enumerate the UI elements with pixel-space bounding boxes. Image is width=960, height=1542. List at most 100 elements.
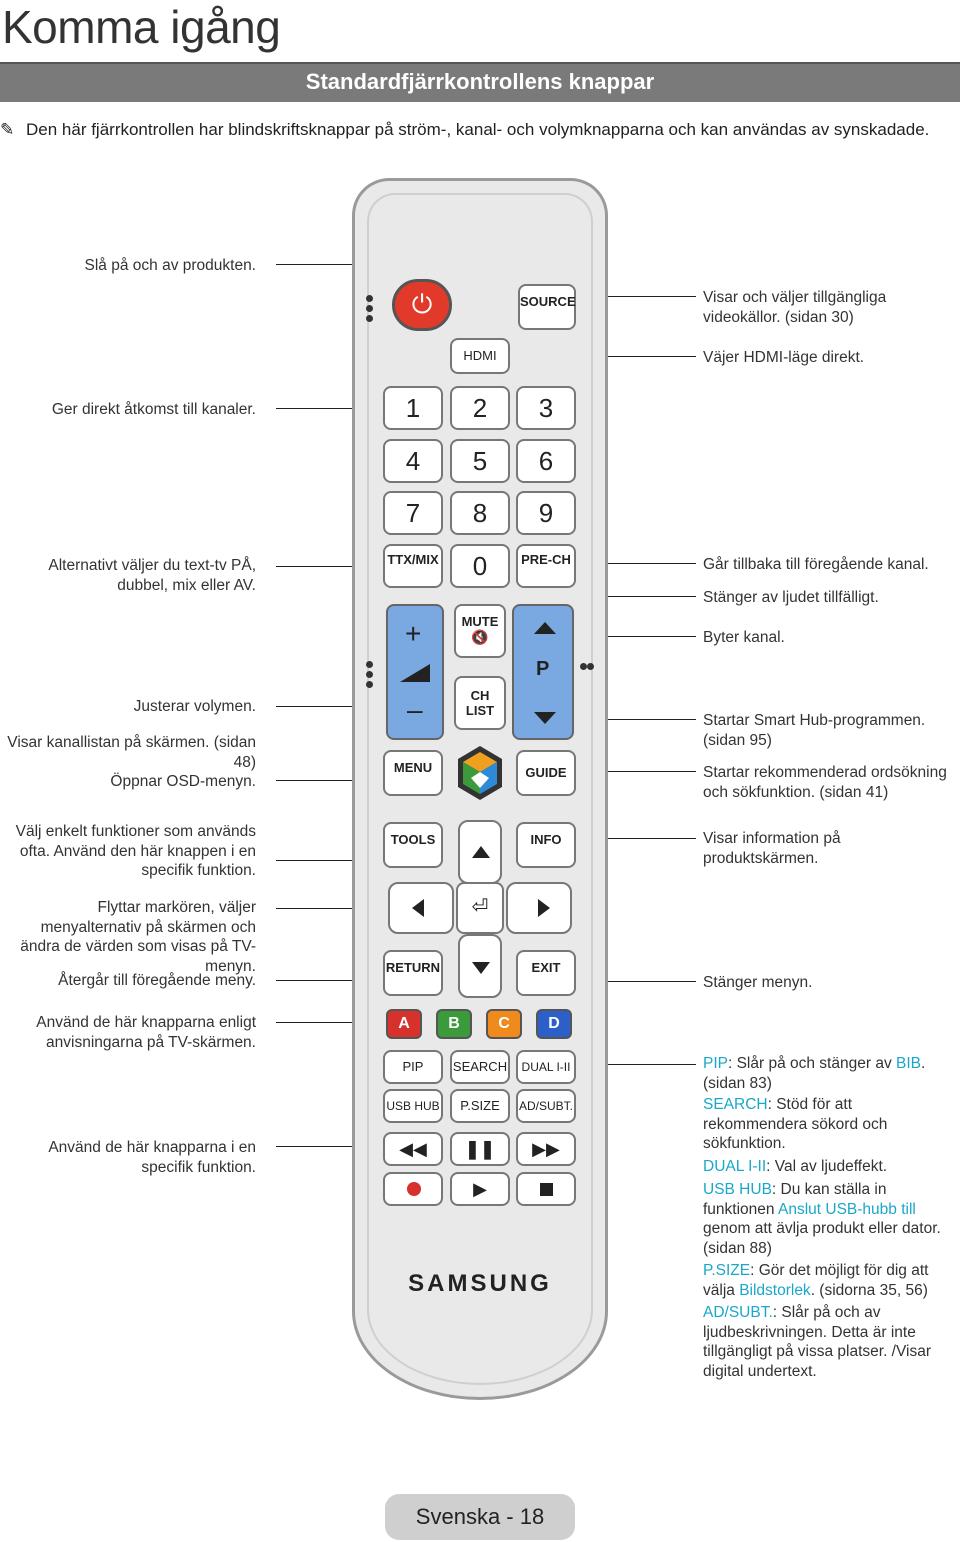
- color-button-a[interactable]: A: [386, 1009, 422, 1039]
- page-footer: Svenska - 18: [385, 1494, 575, 1540]
- stop-icon: [540, 1183, 553, 1196]
- usb-text1: : Du kan ställa in funktionen: [703, 1181, 887, 1218]
- fast-forward-icon: ▶▶: [532, 1139, 560, 1159]
- rewind-button[interactable]: ◀◀: [383, 1132, 443, 1166]
- power-button[interactable]: ⏻: [392, 279, 452, 331]
- psize-text1: : Gör det möjligt för dig att välja: [703, 1262, 929, 1299]
- leader-line: [578, 636, 696, 637]
- mute-button[interactable]: MUTE🔇: [454, 604, 506, 658]
- label-smarthub: Startar Smart Hub-programmen. (sidan 95): [703, 712, 926, 749]
- leader-line: [276, 408, 384, 409]
- arrow-down-icon: [472, 962, 490, 974]
- color-button-b[interactable]: B: [436, 1009, 472, 1039]
- guide-button[interactable]: GUIDE: [516, 750, 576, 796]
- exit-button[interactable]: EXIT: [516, 950, 576, 996]
- source-label: SOURCE: [520, 294, 576, 309]
- label-usb: USB HUB: Du kan ställa in funktionen Ans…: [703, 1180, 953, 1258]
- label-menu: Öppnar OSD-menyn.: [110, 773, 256, 790]
- digit-7-button[interactable]: 7: [383, 491, 443, 535]
- minus-icon: –: [407, 694, 423, 725]
- note: ✎Den här fjärrkontrollen har blindskrift…: [0, 118, 930, 141]
- digit-5-button[interactable]: 5: [450, 439, 510, 483]
- pre-ch-button[interactable]: PRE-CH: [516, 544, 576, 588]
- search-text: : Stöd för att rekommendera sökord och s…: [703, 1096, 888, 1152]
- braille-dots: [366, 292, 373, 325]
- nav-down-button[interactable]: [458, 934, 502, 998]
- label-return: Återgår till föregående meny.: [58, 972, 256, 989]
- label-colors: Använd de här knapparna enligt anvisning…: [36, 1014, 256, 1051]
- leader-line: [276, 706, 384, 707]
- digit-2-button[interactable]: 2: [450, 386, 510, 430]
- usb-key: USB HUB: [703, 1181, 772, 1198]
- channel-up-icon: [534, 622, 556, 634]
- hdmi-button[interactable]: HDMI: [450, 338, 510, 374]
- color-button-c[interactable]: C: [486, 1009, 522, 1039]
- arrow-right-icon: [538, 899, 550, 917]
- pip-text2: . (sidan 83): [703, 1055, 926, 1092]
- channel-rocker[interactable]: P: [512, 604, 574, 740]
- stop-button[interactable]: [516, 1172, 576, 1206]
- usb-text2: genom att ävlja produkt eller dator. (si…: [703, 1220, 941, 1257]
- ttx-mix-button[interactable]: TTX/MIX: [383, 544, 443, 588]
- nav-up-button[interactable]: [458, 820, 502, 884]
- search-button[interactable]: SEARCH: [450, 1050, 510, 1084]
- source-button[interactable]: SOURCE: [518, 284, 576, 330]
- page-title: Komma igång: [2, 1, 281, 53]
- pip-bib: BIB: [896, 1055, 921, 1072]
- digit-8-button[interactable]: 8: [450, 491, 510, 535]
- color-button-d[interactable]: D: [536, 1009, 572, 1039]
- ad-subt-button[interactable]: AD/SUBT.: [516, 1089, 576, 1123]
- menu-button[interactable]: MENU: [383, 750, 443, 796]
- fast-forward-button[interactable]: ▶▶: [516, 1132, 576, 1166]
- braille-dots: [366, 658, 373, 691]
- leader-line: [578, 838, 696, 839]
- digit-4-button[interactable]: 4: [383, 439, 443, 483]
- record-button[interactable]: [383, 1172, 443, 1206]
- search-key: SEARCH: [703, 1096, 768, 1113]
- smart-hub-button[interactable]: [456, 744, 504, 802]
- leader-line: [276, 1022, 384, 1023]
- label-channel: Byter kanal.: [703, 629, 785, 646]
- pip-button[interactable]: PIP: [383, 1050, 443, 1084]
- psize-link: Bildstorlek: [739, 1281, 811, 1299]
- digit-6-button[interactable]: 6: [516, 439, 576, 483]
- label-info: Visar information på produktskärmen.: [703, 830, 841, 867]
- p-size-button[interactable]: P.SIZE: [450, 1089, 510, 1123]
- braille-dots: [580, 660, 594, 678]
- leader-line: [276, 908, 384, 909]
- mute-label: MUTE: [461, 614, 499, 629]
- digit-0-button[interactable]: 0: [450, 544, 510, 588]
- channel-p-label: P: [536, 658, 550, 680]
- ch-list-button[interactable]: CH LIST: [454, 676, 506, 730]
- nav-right-button[interactable]: [506, 882, 572, 934]
- enter-button[interactable]: ⏎: [456, 882, 504, 934]
- dual-button[interactable]: DUAL I-II: [516, 1050, 576, 1084]
- arrow-up-icon: [472, 846, 490, 858]
- ad-key: AD/SUBT.: [703, 1304, 773, 1321]
- section-banner: Standardfjärrkontrollens knappar: [0, 62, 960, 102]
- label-adsubt: AD/SUBT.: Slår på och av ljudbeskrivning…: [703, 1303, 953, 1381]
- play-button[interactable]: ▶: [450, 1172, 510, 1206]
- leader-line: [276, 566, 384, 567]
- pause-button[interactable]: ❚❚: [450, 1132, 510, 1166]
- volume-rocker[interactable]: + –: [386, 604, 444, 740]
- tools-button[interactable]: TOOLS: [383, 822, 443, 868]
- digit-9-button[interactable]: 9: [516, 491, 576, 535]
- label-guide: Startar rekommenderad ordsökning och sök…: [703, 764, 947, 801]
- label-exit: Stänger menyn.: [703, 974, 813, 991]
- leader-line: [276, 264, 372, 265]
- info-button[interactable]: INFO: [516, 822, 576, 868]
- power-icon: ⏻: [411, 289, 433, 319]
- label-chlist: Visar kanallistan på skärmen. (sidan 48): [7, 734, 256, 771]
- label-prech: Går tillbaka till föregående kanal.: [703, 556, 929, 573]
- usb-hub-button[interactable]: USB HUB: [383, 1089, 443, 1123]
- pencil-icon: ✎: [0, 120, 15, 139]
- digit-1-button[interactable]: 1: [383, 386, 443, 430]
- nav-left-button[interactable]: [388, 882, 454, 934]
- label-volume: Justerar volymen.: [133, 698, 256, 715]
- label-channels: Ger direkt åtkomst till kanaler.: [51, 401, 256, 418]
- digit-3-button[interactable]: 3: [516, 386, 576, 430]
- return-button[interactable]: RETURN: [383, 950, 443, 996]
- psize-text2: . (sidorna 35, 56): [810, 1281, 928, 1299]
- leader-line: [276, 780, 384, 781]
